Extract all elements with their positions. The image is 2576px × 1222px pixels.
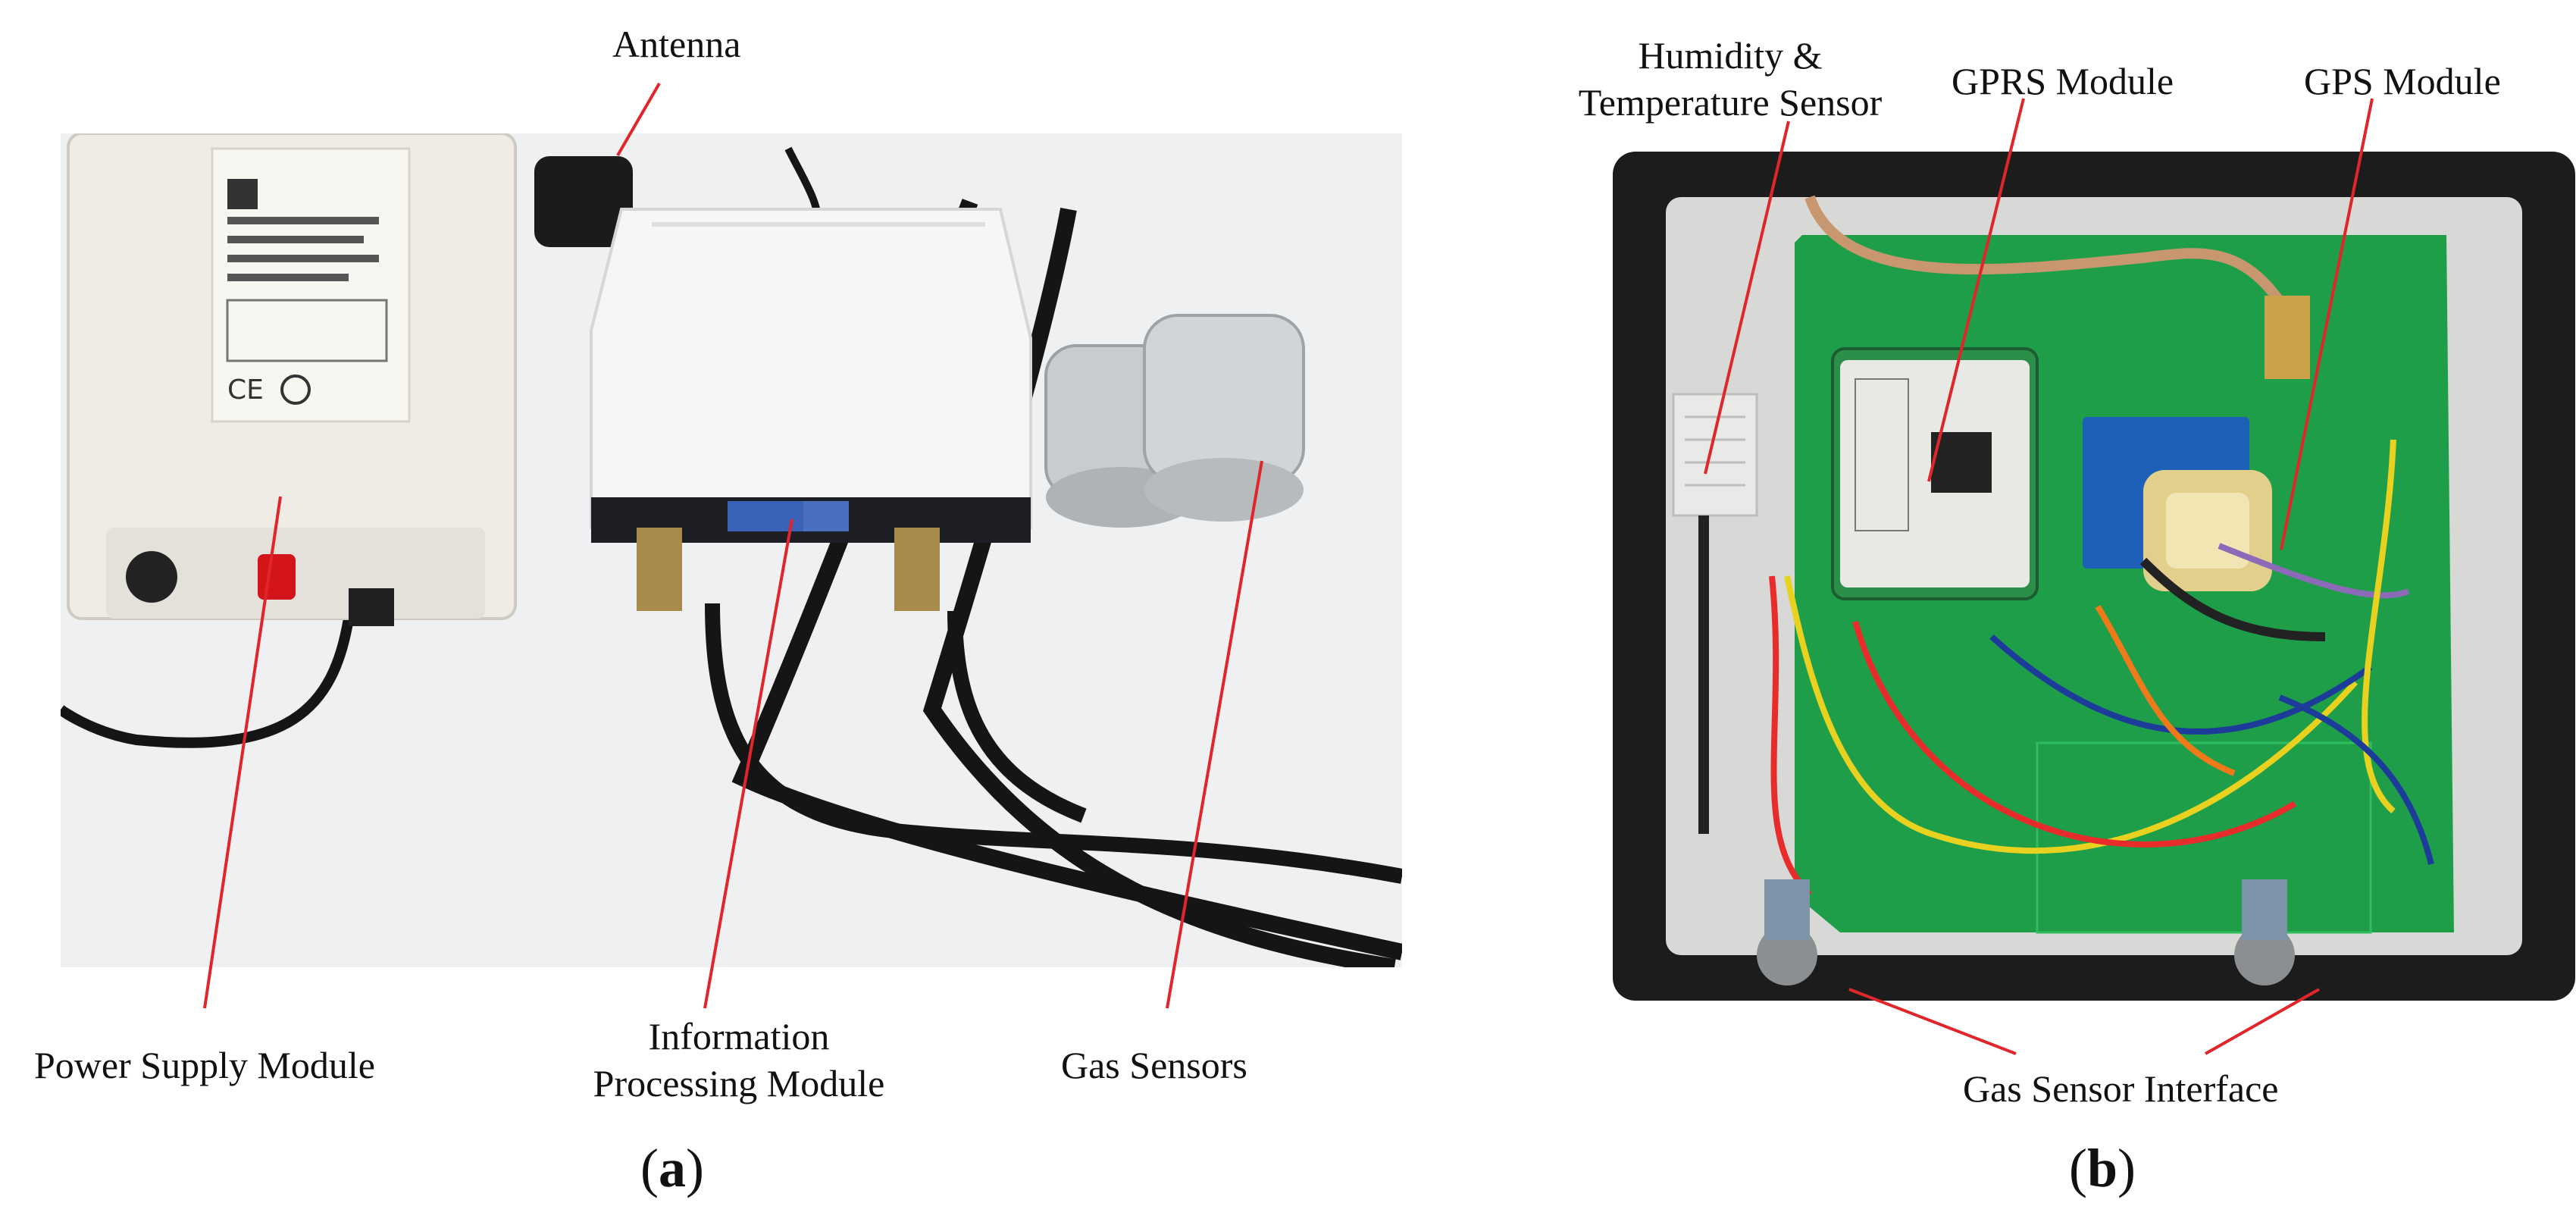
photo-panel-b [1613, 152, 2575, 1001]
info-processing-box [590, 208, 1032, 611]
gas-sensor-interface-label: Gas Sensor Interface [1963, 1067, 2279, 1110]
caption-b-letter: b [2086, 1138, 2118, 1198]
antenna-photo [534, 156, 633, 247]
leader-humidity [1704, 121, 1790, 475]
power-supply-box: CE [67, 133, 517, 626]
info-processing-label: Information Processing Module [565, 1013, 913, 1107]
humidity-label-line1: Humidity & [1638, 34, 1823, 77]
leader-antenna [616, 82, 661, 157]
gprs-module-label: GPRS Module [1952, 60, 2174, 102]
leader-power-supply [203, 496, 282, 1009]
gps-module-label: GPS Module [2304, 60, 2501, 102]
leader-gps [2280, 98, 2374, 550]
leader-gprs [1927, 98, 2025, 482]
humidity-temperature-label: Humidity & Temperature Sensor [1563, 32, 1897, 126]
equipment-photo: CE [61, 133, 1402, 967]
antenna-label: Antenna [612, 23, 741, 65]
photo-panel-a: CE [61, 133, 1402, 967]
humidity-label-line2: Temperature Sensor [1578, 81, 1883, 124]
leader-gas-interface-left [1848, 988, 2017, 1055]
leader-gas-sensors [1166, 460, 1263, 1009]
info-processing-label-line1: Information [648, 1015, 830, 1058]
leader-info-processing [703, 519, 793, 1009]
svg-text:CE: CE [227, 374, 264, 406]
caption-b: (b) [2069, 1138, 2136, 1198]
gas-sensors-photo [1044, 314, 1305, 528]
caption-a: (a) [640, 1138, 704, 1198]
caption-a-letter: a [658, 1138, 686, 1198]
info-processing-label-line2: Processing Module [593, 1062, 885, 1104]
leader-gas-interface-right [2205, 988, 2320, 1055]
gas-sensors-label: Gas Sensors [1061, 1044, 1247, 1086]
pcb-photo [1613, 152, 2575, 1001]
power-supply-label: Power Supply Module [34, 1044, 375, 1086]
